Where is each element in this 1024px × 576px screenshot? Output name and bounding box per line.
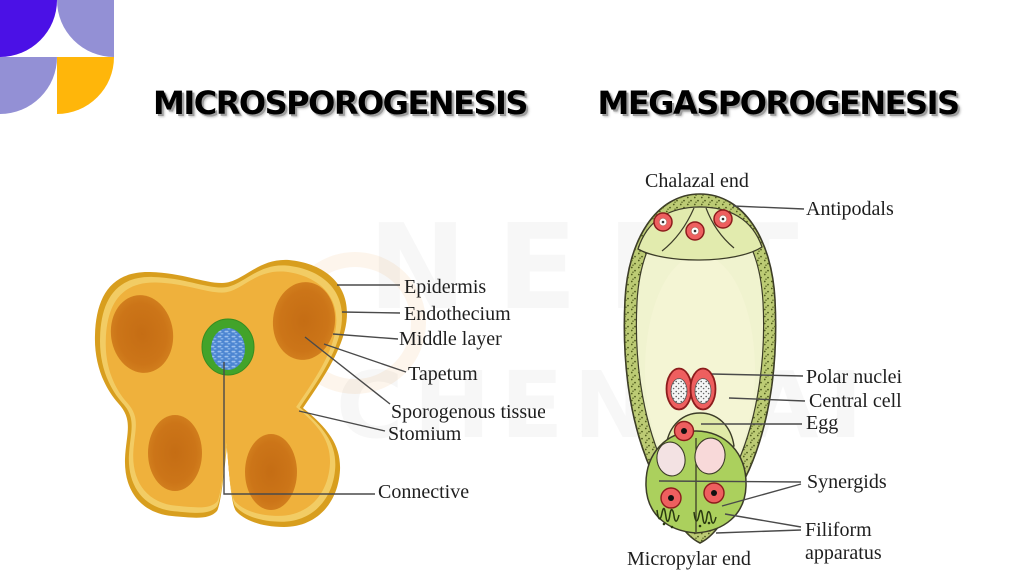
- label-middle-layer: Middle layer: [399, 328, 502, 350]
- leader-connective: [223, 362, 375, 495]
- leader-central-cell: [728, 397, 806, 402]
- label-filiform-apparatus: Filiform apparatus: [805, 519, 882, 564]
- label-polar-nuclei: Polar nuclei: [806, 366, 903, 388]
- leader-middle-layer: [332, 333, 399, 340]
- polar-nuclei: [665, 367, 717, 411]
- pollen-sac: [148, 415, 202, 491]
- embryo-sac-diagram: [623, 193, 806, 544]
- egg-apparatus: [645, 412, 747, 534]
- leader-endothecium: [341, 311, 401, 314]
- connective-vascular-bundle: [201, 318, 255, 376]
- egg-nucleus: [673, 420, 695, 442]
- leader-stomium: [298, 410, 386, 432]
- title-microsporogenesis: MICROSPOROGENESIS: [153, 84, 528, 122]
- leader-antipodals: [732, 205, 805, 210]
- leader-polar-nuclei: [711, 373, 804, 377]
- label-synergids: Synergids: [807, 471, 887, 493]
- logo-quarter-lavender-top: [57, 0, 114, 57]
- pollen-sac: [272, 282, 336, 360]
- logo-quarter-violet: [0, 0, 57, 57]
- leader-filiform-1: [724, 513, 802, 528]
- pollen-sac: [245, 434, 297, 510]
- leader-sporogenous: [304, 336, 391, 405]
- label-endothecium: Endothecium: [404, 303, 511, 325]
- label-epidermis: Epidermis: [404, 276, 487, 298]
- synergid-vacuole: [694, 437, 726, 475]
- logo-quarter-amber: [57, 57, 114, 114]
- mega-leader-lines: [658, 205, 806, 534]
- label-sporogenous-tissue: Sporogenous tissue: [391, 402, 545, 423]
- title-megasporogenesis: MEGASPOROGENESIS: [597, 84, 960, 122]
- antipodal-chamber: [637, 206, 763, 261]
- label-egg: Egg: [806, 412, 839, 434]
- label-stomium: Stomium: [388, 423, 462, 445]
- label-chalazal-end: Chalazal end: [645, 170, 749, 192]
- micro-leader-lines: [223, 284, 407, 495]
- synergid-vacuole: [656, 441, 686, 477]
- anther-diagram: [94, 259, 407, 527]
- synergid-nuclei: [660, 482, 725, 509]
- label-central-cell: Central cell: [809, 390, 902, 412]
- label-tapetum: Tapetum: [408, 363, 478, 385]
- label-antipodals: Antipodals: [806, 198, 894, 220]
- leader-synergids-1: [658, 480, 802, 483]
- leader-synergids-2: [721, 483, 802, 507]
- filiform-apparatus: [656, 507, 717, 529]
- pollen-sacs: [110, 282, 336, 510]
- logo-quarter-lavender-bottom: [0, 57, 57, 114]
- leader-filiform-2: [715, 529, 802, 534]
- label-connective: Connective: [378, 481, 470, 503]
- label-micropylar-end: Micropylar end: [627, 548, 751, 570]
- leader-tapetum: [323, 343, 407, 373]
- antipodal-nuclei: [653, 209, 733, 241]
- pollen-sac: [110, 295, 174, 373]
